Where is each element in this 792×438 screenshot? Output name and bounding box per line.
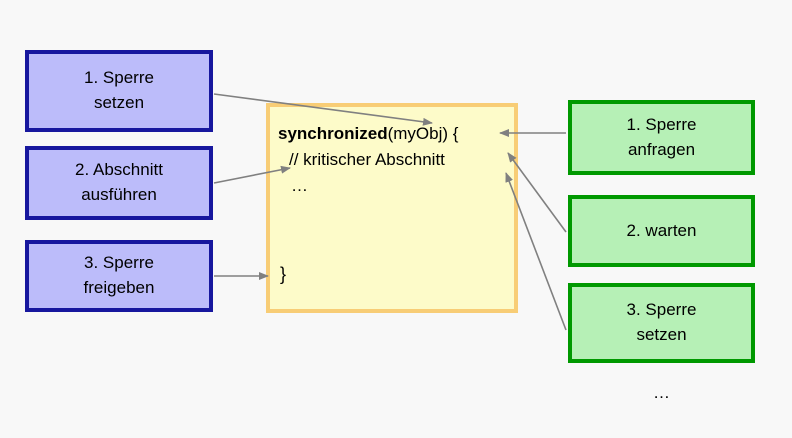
synchronized-code-block: synchronized(myObj) { // kritischer Absc… [266,103,518,313]
code-signature-args: (myObj) { [387,124,459,143]
right-box-1-sperre-anfragen[interactable]: 1. Sperre anfragen [568,100,755,175]
code-line-comment: // kritischer Abschnitt [289,149,445,169]
left-box-1-line-1: 1. Sperre [84,68,154,88]
left-box-2-line-1: 2. Abschnitt [75,160,163,180]
right-box-2-warten[interactable]: 2. warten [568,195,755,267]
right-box-1-line-2: anfragen [627,139,696,159]
right-box-3-line-1: 3. Sperre [626,300,697,320]
right-column-trailing-ellipsis: … [653,383,670,402]
left-box-3-line-2: freigeben [83,278,155,297]
code-line-ellipsis: … [291,175,308,195]
right-box-3-line-2: setzen [636,325,687,344]
left-box-1-sperre-setzen[interactable]: 1. Sperre setzen [25,50,213,132]
left-box-1-line-2: setzen [93,93,145,112]
code-line-closing-brace: } [280,264,287,284]
right-box-3-sperre-setzen[interactable]: 3. Sperre setzen [568,283,755,363]
right-box-1-line-1: 1. Sperre [626,114,697,134]
code-keyword-synchronized: synchronized [278,124,388,143]
left-box-3-sperre-freigeben[interactable]: 3. Sperre freigeben [25,240,213,312]
left-box-2-line-2: ausführen [81,185,157,204]
code-line-signature: synchronized(myObj) { [278,121,514,147]
left-box-2-abschnitt-ausfuehren[interactable]: 2. Abschnitt ausführen [25,146,213,220]
right-box-2-line-1: 2. warten [626,220,697,240]
left-box-3-line-1: 3. Sperre [84,253,154,273]
